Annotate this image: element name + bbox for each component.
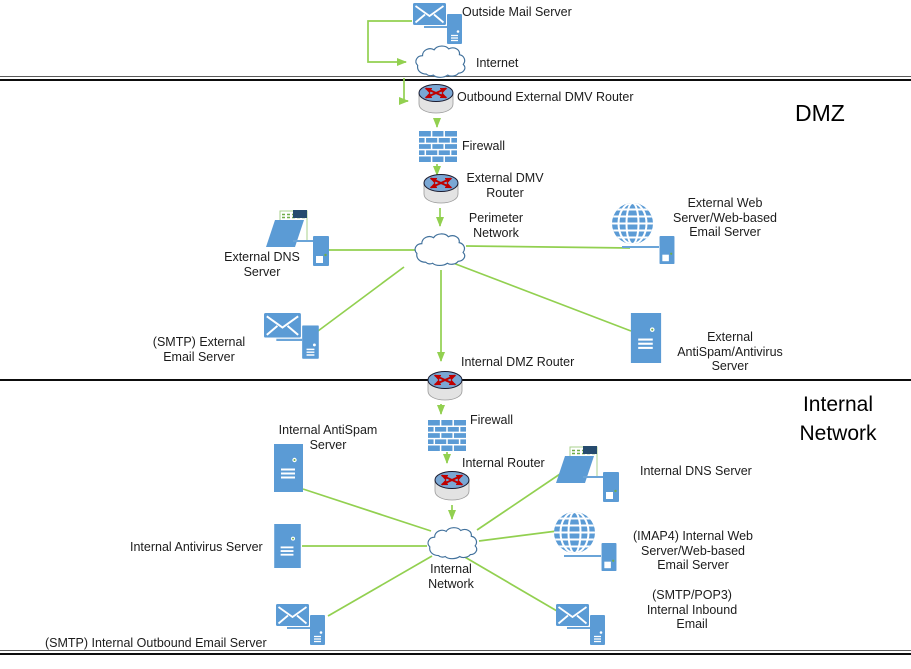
envelope-icon <box>413 3 446 25</box>
label-external-dns: External DNS Server <box>224 250 300 279</box>
connector-intcloud-smtpout <box>327 555 433 617</box>
node-internal-dns <box>556 446 620 504</box>
server-icon <box>310 615 325 645</box>
envelope-icon <box>556 604 589 626</box>
label-firewall-internal: Firewall <box>470 413 514 427</box>
node-smtp-pop3-inbound <box>556 604 612 648</box>
router-icon <box>418 84 454 114</box>
server-icon <box>302 325 319 359</box>
cable <box>424 26 447 28</box>
server-icon <box>601 543 617 571</box>
label-smtp-pop3-inbound: (SMTP/POP3) Internal Inbound Email <box>646 588 738 632</box>
dns-folder-icon <box>556 446 598 483</box>
dmz-top-boundary-line <box>0 76 911 81</box>
label-firewall-dmz: Firewall <box>462 139 506 153</box>
tower-server-icon <box>274 524 301 568</box>
internet-cloud-icon <box>415 45 466 78</box>
label-internal-network-cloud: Internal Network <box>428 562 474 591</box>
envelope-icon <box>264 313 301 338</box>
connector-intcloud-smtpin <box>462 555 558 612</box>
firewall-icon <box>419 131 457 162</box>
node-imap4-web <box>553 511 619 575</box>
internal-zone-label: Internal Network <box>799 393 877 446</box>
dns-folder-icon <box>266 210 308 247</box>
connector-mail-internet <box>367 20 412 66</box>
label-internal-dmz-router: Internal DMZ Router <box>461 355 575 369</box>
label-smtp-outbound: (SMTP) Internal Outbound Email Server <box>45 636 267 650</box>
cable <box>622 246 659 248</box>
cable <box>583 476 604 478</box>
connector-perimeter-antispam <box>452 262 632 332</box>
label-external-dmv-router: External DMV Router <box>466 171 544 200</box>
node-external-dns <box>266 210 330 268</box>
internal-network-cloud-icon <box>427 527 478 560</box>
cable <box>293 240 314 242</box>
router-icon <box>423 174 459 204</box>
tower-server-icon <box>274 444 303 492</box>
bottom-boundary-line <box>0 650 911 655</box>
node-outside-mail <box>413 3 463 45</box>
globe-icon <box>612 203 653 244</box>
connector-intcloud-antispam <box>302 488 432 532</box>
label-smtp-external: (SMTP) External Email Server <box>152 335 246 364</box>
node-smtp-external <box>264 313 327 367</box>
label-internal-dns: Internal DNS Server <box>640 464 752 478</box>
label-internal-antispam: Internal AntiSpam Server <box>278 423 378 452</box>
label-external-web: External Web Server/Web-based Email Serv… <box>673 196 777 240</box>
connector-intcloud-imap <box>478 530 558 542</box>
router-icon <box>427 371 463 401</box>
label-external-antispam: External AntiSpam/Antivirus Server <box>677 330 783 374</box>
server-icon <box>590 615 605 645</box>
label-imap4-web: (IMAP4) Internal Web Server/Web-based Em… <box>633 529 753 573</box>
cable <box>567 627 590 629</box>
perimeter-cloud-icon <box>414 233 466 267</box>
node-external-web <box>611 202 677 266</box>
connector-perimeter-smtpext <box>317 266 405 332</box>
node-smtp-outbound <box>276 604 332 648</box>
label-internal-router: Internal Router <box>462 456 545 470</box>
server-icon <box>603 472 619 502</box>
label-outside-mail: Outside Mail Server <box>462 5 572 19</box>
label-perimeter-network: Perimeter Network <box>468 211 524 240</box>
dmz-zone-label: DMZ <box>795 100 845 126</box>
cable <box>564 555 601 557</box>
firewall-icon <box>428 420 466 451</box>
server-icon <box>313 236 329 266</box>
connector-perimeter-web <box>465 245 631 249</box>
router-icon <box>434 471 470 501</box>
envelope-icon <box>276 604 309 626</box>
globe-icon <box>554 512 595 553</box>
connector-internet-router <box>399 78 409 105</box>
cable <box>276 338 303 341</box>
server-icon <box>659 236 675 264</box>
tower-server-icon <box>630 313 662 363</box>
label-outbound-router: Outbound External DMV Router <box>457 90 634 104</box>
cable <box>287 627 310 629</box>
label-internal-antivirus: Internal Antivirus Server <box>130 540 263 554</box>
connector-intcloud-dns <box>476 471 564 531</box>
label-internet: Internet <box>476 56 519 70</box>
server-icon <box>447 14 462 44</box>
